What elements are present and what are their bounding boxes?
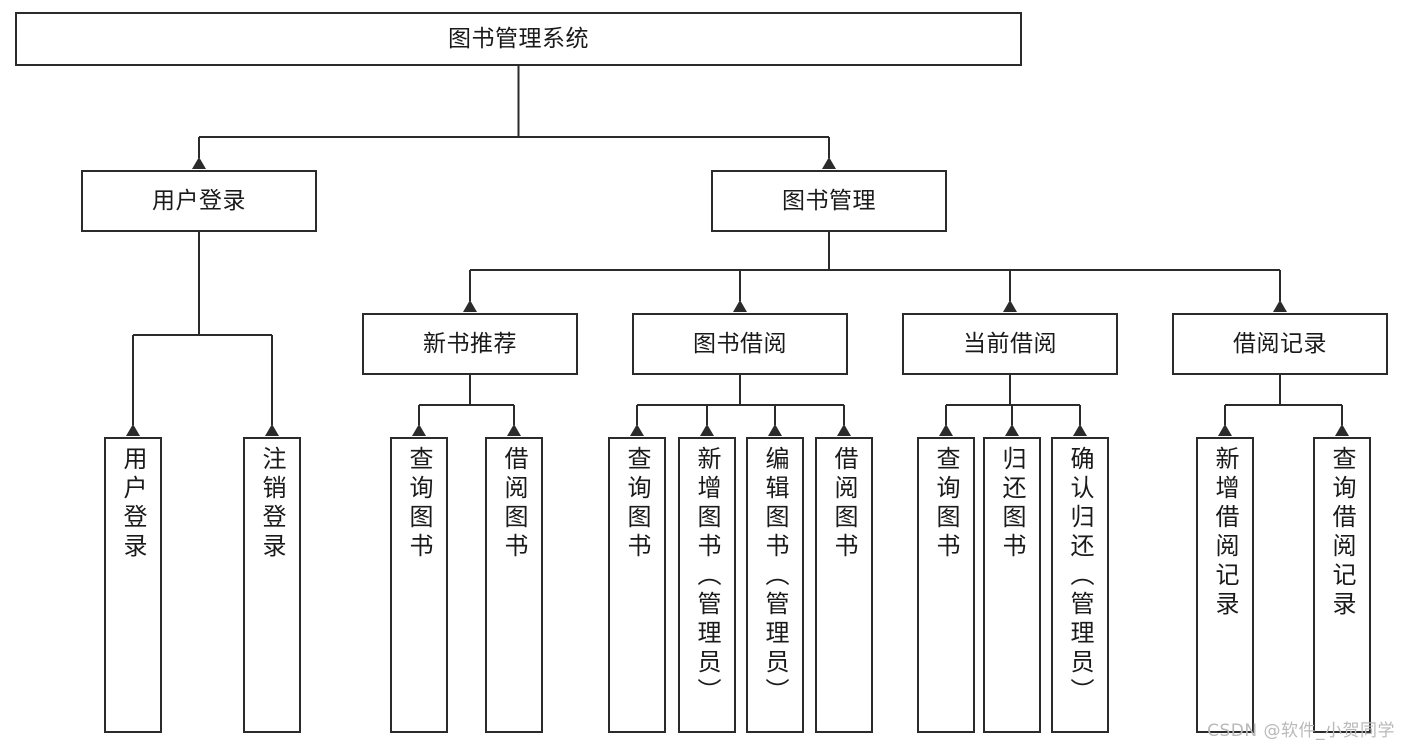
node-leaf-add-book[interactable]: 新增图书（管理员） — [678, 437, 736, 733]
node-leaf-query-record-label: 查询借阅记录 — [1328, 446, 1356, 620]
node-borrow-record[interactable]: 借阅记录 — [1172, 313, 1388, 375]
node-leaf-borrow-book-2[interactable]: 借阅图书 — [815, 437, 873, 733]
node-leaf-confirm-return-label: 确认归还（管理员） — [1066, 446, 1094, 707]
node-leaf-return-book[interactable]: 归还图书 — [983, 437, 1041, 733]
node-leaf-add-record-label: 新增借阅记录 — [1211, 446, 1239, 620]
node-leaf-borrow-book-2-label: 借阅图书 — [830, 446, 858, 562]
node-user-login-label: 用户登录 — [152, 187, 246, 214]
node-book-manage[interactable]: 图书管理 — [711, 170, 947, 232]
node-book-borrow[interactable]: 图书借阅 — [632, 313, 848, 375]
node-root[interactable]: 图书管理系统 — [15, 12, 1022, 66]
node-book-borrow-label: 图书借阅 — [693, 330, 787, 357]
node-current-borrow[interactable]: 当前借阅 — [902, 313, 1118, 375]
node-leaf-user-logout-label: 注销登录 — [258, 446, 286, 562]
node-leaf-borrow-book-1-label: 借阅图书 — [500, 446, 528, 562]
node-leaf-user-logout[interactable]: 注销登录 — [243, 437, 301, 733]
node-leaf-add-record[interactable]: 新增借阅记录 — [1196, 437, 1254, 733]
node-book-manage-label: 图书管理 — [782, 187, 876, 214]
node-leaf-confirm-return[interactable]: 确认归还（管理员） — [1051, 437, 1109, 733]
node-leaf-query-book-1[interactable]: 查询图书 — [390, 437, 448, 733]
node-leaf-query-book-3[interactable]: 查询图书 — [917, 437, 975, 733]
node-new-book-rec[interactable]: 新书推荐 — [362, 313, 578, 375]
node-root-label: 图书管理系统 — [448, 25, 589, 52]
node-leaf-edit-book-label: 编辑图书（管理员） — [761, 446, 789, 707]
node-leaf-borrow-book-1[interactable]: 借阅图书 — [485, 437, 543, 733]
node-current-borrow-label: 当前借阅 — [963, 330, 1057, 357]
node-leaf-user-login[interactable]: 用户登录 — [104, 437, 162, 733]
node-leaf-query-book-1-label: 查询图书 — [405, 446, 433, 562]
node-leaf-edit-book[interactable]: 编辑图书（管理员） — [746, 437, 804, 733]
node-leaf-query-record[interactable]: 查询借阅记录 — [1313, 437, 1371, 733]
node-leaf-query-book-2-label: 查询图书 — [623, 446, 651, 562]
node-new-book-rec-label: 新书推荐 — [423, 330, 517, 357]
node-leaf-query-book-3-label: 查询图书 — [932, 446, 960, 562]
node-user-login[interactable]: 用户登录 — [81, 170, 317, 232]
node-borrow-record-label: 借阅记录 — [1233, 330, 1327, 357]
node-leaf-query-book-2[interactable]: 查询图书 — [608, 437, 666, 733]
node-leaf-user-login-label: 用户登录 — [119, 446, 147, 562]
node-leaf-add-book-label: 新增图书（管理员） — [693, 446, 721, 707]
node-leaf-return-book-label: 归还图书 — [998, 446, 1026, 562]
